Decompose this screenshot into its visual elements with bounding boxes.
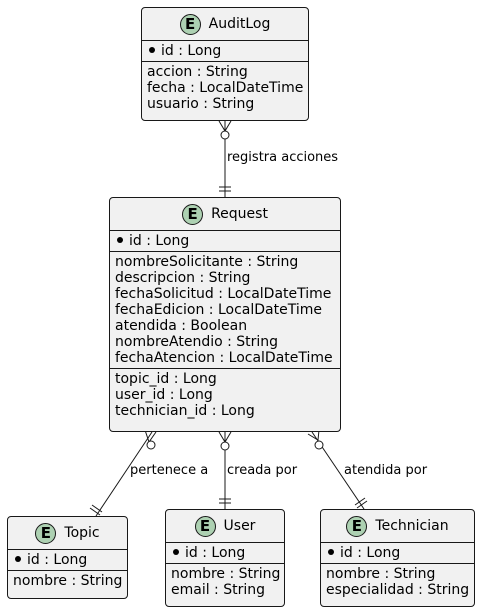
- attribute-field: accion : String: [147, 64, 248, 80]
- foreign-key-field: technician_id : Long: [115, 403, 255, 419]
- bullet-icon: [149, 47, 155, 53]
- entity-header: E Topic: [8, 517, 127, 550]
- attribute-field: email : String: [171, 582, 266, 598]
- foreign-key-field: user_id : Long: [115, 387, 213, 403]
- attributes-section: nombreSolicitante : String descripcion :…: [110, 251, 340, 368]
- relationship-label: registra acciones: [227, 150, 339, 165]
- connector-request-technician: [307, 429, 368, 510]
- attribute-field: usuario : String: [147, 96, 255, 112]
- connector-request-topic: [89, 429, 157, 517]
- key-field: id : Long: [147, 43, 303, 59]
- attributes-section: accion : String fecha : LocalDateTime us…: [142, 61, 308, 114]
- entity-badge-icon: E: [194, 515, 216, 537]
- entity-request: E Request id : Long nombreSolicitante : …: [109, 197, 341, 432]
- entity-title: AuditLog: [208, 16, 271, 32]
- entity-badge-icon: E: [346, 515, 368, 537]
- key-section: id : Long: [142, 41, 308, 61]
- entity-auditlog: E AuditLog id : Long accion : String fec…: [141, 7, 309, 121]
- relationship-label: atendida por: [344, 463, 428, 478]
- attributes-section: nombre : String especialidad : String: [321, 563, 474, 600]
- entity-badge-icon: E: [35, 522, 57, 544]
- attribute-field: nombreSolicitante : String: [115, 254, 299, 270]
- key-section: id : Long: [321, 543, 474, 563]
- entity-header: E AuditLog: [142, 8, 308, 41]
- bullet-icon: [173, 549, 179, 555]
- entity-header: E Technician: [321, 510, 474, 543]
- attribute-field: nombre : String: [13, 573, 123, 589]
- key-field: id : Long: [115, 233, 335, 249]
- attribute-field: fechaSolicitud : LocalDateTime: [115, 286, 332, 302]
- entity-title: Technician: [375, 518, 449, 534]
- entity-technician: E Technician id : Long nombre : String e…: [320, 509, 475, 607]
- relationship-label: pertenece a: [130, 463, 209, 478]
- relationship-label: creada por: [227, 463, 298, 478]
- bullet-icon: [328, 549, 334, 555]
- entity-title: Request: [211, 206, 268, 222]
- attribute-field: especialidad : String: [326, 582, 470, 598]
- entity-header: E User: [166, 510, 284, 543]
- entity-title: User: [223, 518, 256, 534]
- key-field: id : Long: [171, 545, 279, 561]
- entity-topic: E Topic id : Long nombre : String: [7, 516, 128, 599]
- attributes-section: nombre : String: [8, 570, 127, 591]
- attribute-field: descripcion : String: [115, 270, 251, 286]
- entity-title: Topic: [64, 525, 100, 541]
- bullet-icon: [15, 556, 21, 562]
- attribute-field: fechaAtencion : LocalDateTime: [115, 350, 333, 366]
- key-field: id : Long: [326, 545, 469, 561]
- connector-request-user: [218, 431, 232, 509]
- connector-auditlog-request: [218, 120, 232, 197]
- key-section: id : Long: [166, 543, 284, 563]
- attribute-field: fecha : LocalDateTime: [147, 80, 304, 96]
- foreign-keys-section: topic_id : Long user_id : Long technicia…: [110, 368, 340, 421]
- key-section: id : Long: [8, 550, 127, 570]
- entity-badge-icon: E: [182, 203, 204, 225]
- bullet-icon: [117, 237, 123, 243]
- attribute-field: nombre : String: [326, 566, 436, 582]
- attributes-section: nombre : String email : String: [166, 563, 284, 600]
- attribute-field: nombreAtendio : String: [115, 334, 279, 350]
- entity-user: E User id : Long nombre : String email :…: [165, 509, 285, 607]
- key-section: id : Long: [110, 231, 340, 251]
- attribute-field: nombre : String: [171, 566, 281, 582]
- entity-header: E Request: [110, 198, 340, 231]
- entity-badge-icon: E: [179, 13, 201, 35]
- foreign-key-field: topic_id : Long: [115, 371, 217, 387]
- key-field: id : Long: [13, 552, 122, 568]
- attribute-field: fechaEdicion : LocalDateTime: [115, 302, 322, 318]
- attribute-field: atendida : Boolean: [115, 318, 248, 334]
